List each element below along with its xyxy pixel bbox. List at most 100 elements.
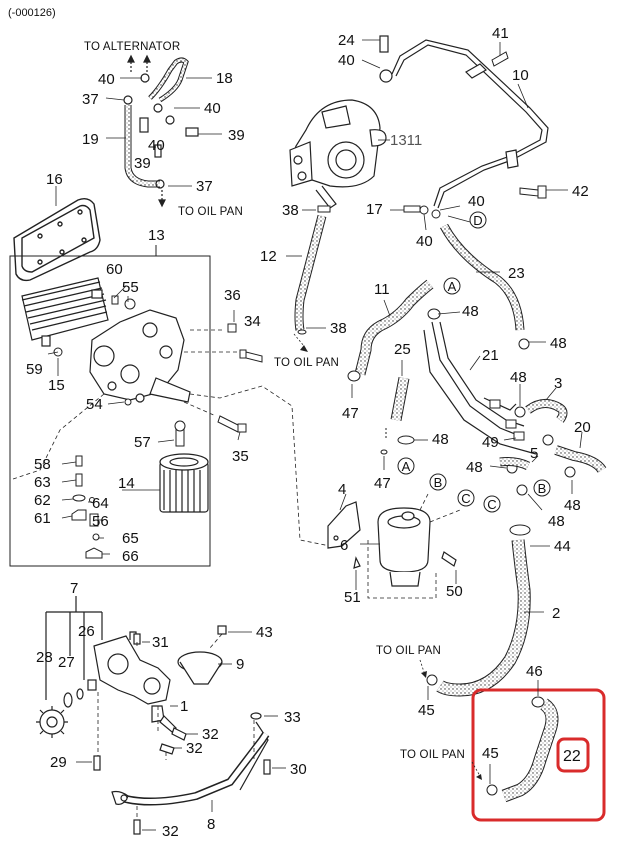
part-12: 12 — [260, 248, 277, 265]
part-55: 55 — [122, 279, 139, 296]
part-40-turbo: 40 — [338, 52, 355, 69]
hoses-3-20 — [499, 399, 607, 473]
flow-labels: TO ALTERNATOR TO OIL PAN TO OIL PAN TO O… — [84, 41, 465, 761]
part-54: 54 — [86, 396, 103, 413]
part-22: 22 — [563, 748, 581, 765]
part-15: 15 — [48, 377, 65, 394]
part-46: 46 — [526, 663, 543, 680]
part-32-bottom: 32 — [162, 823, 179, 840]
hose-2 — [426, 524, 531, 697]
hose-25 — [380, 376, 415, 455]
part-1: 1 — [180, 698, 188, 715]
part-2: 2 — [552, 605, 560, 622]
part-32-middle: 32 — [186, 740, 203, 757]
part-51: 51 — [344, 589, 361, 606]
part-6: 6 — [340, 537, 348, 554]
part-31: 31 — [152, 634, 169, 651]
label-to-oil-pan-1: TO OIL PAN — [178, 206, 243, 218]
part-10: 10 — [512, 67, 529, 84]
callout-a-1: A — [448, 279, 457, 294]
part-40-turbo-2: 40 — [468, 193, 485, 210]
leader-lines-box — [47, 285, 241, 555]
part-14: 14 — [118, 475, 135, 492]
label-to-alternator: TO ALTERNATOR — [84, 41, 180, 53]
callout-a-2: A — [402, 459, 411, 474]
part-23: 23 — [508, 265, 525, 282]
part-47-left: 47 — [342, 405, 359, 422]
turbocharger — [289, 35, 393, 209]
part-38-bottom: 38 — [330, 320, 347, 337]
part-29: 29 — [50, 754, 67, 771]
bolts-34-36-35 — [217, 323, 263, 433]
part-42: 42 — [572, 183, 589, 200]
part-4: 4 — [338, 481, 346, 498]
part-40-alt-2: 40 — [204, 100, 221, 117]
highlight-box-22 — [471, 688, 606, 822]
part-19: 19 — [82, 131, 99, 148]
part-24: 24 — [338, 32, 355, 49]
part-49: 49 — [482, 434, 499, 451]
part-62: 62 — [34, 492, 51, 509]
part-numbers: 1311 24 40 41 10 40 18 37 40 19 40 39 39… — [26, 25, 591, 840]
alternator-hose-group — [123, 54, 199, 208]
part-33: 33 — [284, 709, 301, 726]
part-1311: 1311 — [390, 132, 422, 149]
part-3: 3 — [554, 375, 562, 392]
label-to-oil-pan-3: TO OIL PAN — [376, 645, 441, 657]
part-39-left: 39 — [134, 155, 151, 172]
oil-cooler-box — [9, 245, 211, 567]
part-38-top: 38 — [282, 202, 299, 219]
hose-22 — [486, 696, 559, 803]
part-36: 36 — [224, 287, 241, 304]
dashed-leaders-left — [9, 329, 331, 547]
fittings-21 — [489, 338, 576, 496]
callout-letters: A A B B C C D — [402, 213, 547, 512]
part-41: 41 — [492, 25, 509, 42]
part-60: 60 — [106, 261, 123, 278]
part-37-top: 37 — [82, 91, 99, 108]
label-to-oil-pan-4: TO OIL PAN — [400, 749, 465, 761]
highlight-label-22 — [556, 737, 590, 773]
part-30: 30 — [290, 761, 307, 778]
part-48-center: 48 — [432, 431, 449, 448]
part-48-bottom: 48 — [548, 513, 565, 530]
pipe-10 — [391, 39, 549, 209]
part-65: 65 — [122, 530, 139, 547]
part-16: 16 — [46, 171, 63, 188]
part-26: 26 — [78, 623, 95, 640]
part-17: 17 — [366, 201, 383, 218]
part-8: 8 — [207, 816, 215, 833]
leader-lines-top-left — [105, 77, 222, 187]
hose-11 — [347, 279, 441, 382]
part-61: 61 — [34, 510, 51, 527]
hose-23 — [440, 223, 525, 331]
part-44: 44 — [554, 538, 571, 555]
part-47-bottom: 47 — [374, 475, 391, 492]
oil-filter-housing — [89, 309, 191, 403]
dashed-separator — [367, 493, 461, 599]
part-5: 5 — [530, 445, 538, 462]
part-7: 7 — [70, 580, 78, 597]
separator-6 — [327, 501, 457, 587]
part-34: 34 — [244, 313, 261, 330]
part-43: 43 — [256, 624, 273, 641]
part-58: 58 — [34, 456, 51, 473]
oil-filter-14 — [159, 453, 209, 513]
part-57: 57 — [134, 434, 151, 451]
callout-b-2: B — [538, 481, 547, 496]
part-18: 18 — [216, 70, 233, 87]
callout-b-1: B — [434, 475, 443, 490]
part-56: 56 — [92, 513, 109, 530]
gasket-16 — [13, 186, 101, 282]
part-48-top: 48 — [462, 303, 479, 320]
part-37-bottom: 37 — [196, 178, 213, 195]
part-11: 11 — [374, 281, 390, 298]
part-40-turbo-3: 40 — [416, 233, 433, 250]
callout-d: D — [473, 213, 482, 228]
oil-cooler-59 — [21, 277, 109, 347]
callouts — [397, 211, 551, 513]
label-to-oil-pan-2: TO OIL PAN — [274, 357, 339, 369]
part-45-mid: 45 — [418, 702, 435, 719]
